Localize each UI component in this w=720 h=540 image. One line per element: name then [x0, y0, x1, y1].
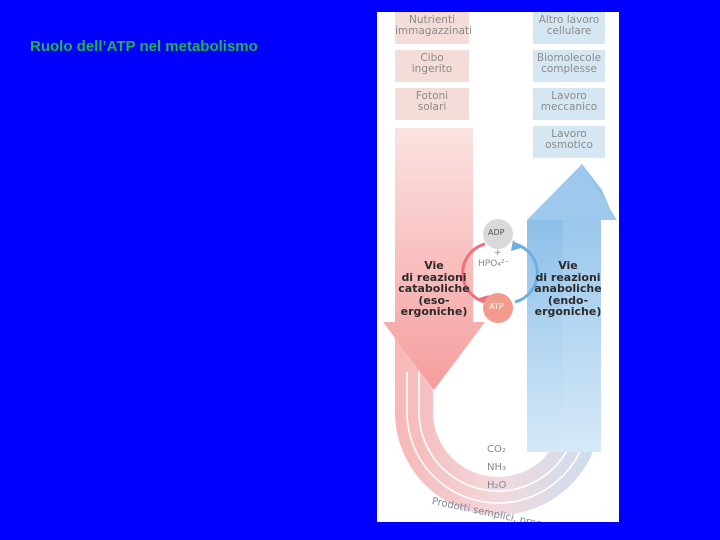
plus-sign: +: [494, 248, 502, 258]
output-osmotic-work: Lavoro osmotico: [545, 128, 593, 151]
adp-label: ADP: [488, 228, 505, 237]
input-box-3: [395, 88, 469, 120]
atp-metabolism-figure: Nutrienti immagazzinati Cibo ingerito Fo…: [377, 12, 619, 522]
cycle-arrow-left: [461, 242, 486, 304]
output-mechanical-work: Lavoro meccanico: [540, 90, 598, 113]
input-stored-nutrients: Nutrienti immagazzinati: [395, 14, 472, 37]
output-box-2: [533, 50, 605, 82]
atp-circle: [483, 293, 513, 323]
product-h2o: H₂O: [487, 480, 507, 491]
adp-circle: [483, 219, 513, 249]
output-box-1: [533, 12, 605, 44]
catabolic-pathways-label: Vie di reazioni cataboliche (eso- ergoni…: [398, 259, 470, 318]
output-box-4: [533, 126, 605, 158]
input-box-1: [395, 12, 469, 44]
input-box-2: [395, 50, 469, 82]
input-ingested-food: Cibo ingerito: [411, 52, 453, 75]
output-other-work: Altro lavoro cellulare: [538, 14, 600, 37]
product-nh3: NH₃: [487, 462, 507, 473]
cycle-arrow-right: [514, 242, 539, 304]
atp-label: ATP: [489, 302, 504, 311]
anabolic-pathways-label: Vie di reazioni anaboliche (endo- ergoni…: [534, 259, 602, 318]
output-complex-biomolecules: Biomolecole complesse: [536, 52, 602, 75]
u-arrow-graphic: [383, 12, 617, 515]
phosphate-label: HPO₄²⁻: [478, 259, 510, 269]
product-co2: CO₂: [487, 444, 506, 455]
output-box-3: [533, 88, 605, 120]
anabolic-arrow: [549, 164, 615, 452]
u-band: [395, 332, 601, 515]
slide-title: Ruolo dell’ATP nel metabolismo: [30, 38, 258, 55]
input-solar-photons: Fotoni solari: [415, 90, 449, 113]
catabolic-arrow: [383, 128, 485, 390]
